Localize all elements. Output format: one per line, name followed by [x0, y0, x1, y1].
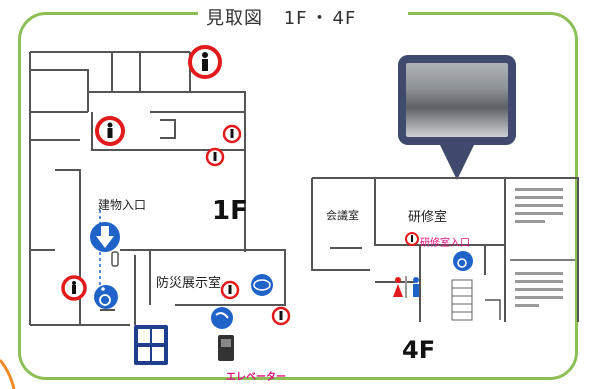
floor1-label: 1F	[212, 196, 248, 226]
no-entry-icon	[405, 232, 419, 246]
elevator-label: エレベーター	[226, 372, 286, 383]
wheelchair-icon	[453, 251, 473, 271]
elevator-icon	[251, 274, 273, 296]
no-entry-icon	[220, 280, 240, 300]
training-room-photo	[398, 55, 516, 145]
title-separator: ・	[310, 8, 330, 29]
turn-arrow-icon	[211, 307, 233, 329]
restroom-icon	[393, 276, 419, 298]
exhibit-room-label: 防災展示室	[156, 276, 222, 291]
no-entry-icon	[222, 124, 242, 144]
map-title: 見取図 1F・4F	[206, 4, 356, 30]
entrance-label: 建物入口	[98, 198, 147, 212]
wheelchair-icon	[94, 285, 118, 309]
title-backdrop	[198, 2, 408, 26]
title-floor-a: 1F	[283, 8, 308, 29]
down-arrow-icon	[90, 222, 120, 252]
no-entry-icon	[95, 116, 125, 146]
no-entry-icon	[188, 45, 222, 79]
no-entry-icon	[61, 275, 87, 301]
title-floor-b: 4F	[332, 8, 357, 29]
camera-photo-icon	[406, 63, 508, 137]
elevator-icon	[218, 335, 234, 361]
no-entry-icon	[271, 306, 291, 326]
training-entrance-label: 研修室入口	[420, 238, 470, 249]
no-entry-icon	[205, 147, 225, 167]
meeting-room-label: 会議室	[326, 209, 359, 222]
training-room-label: 研修室	[408, 210, 448, 225]
title-main: 見取図	[206, 8, 263, 29]
restroom-icon	[134, 325, 168, 365]
floor4-label: 4F	[402, 336, 436, 364]
